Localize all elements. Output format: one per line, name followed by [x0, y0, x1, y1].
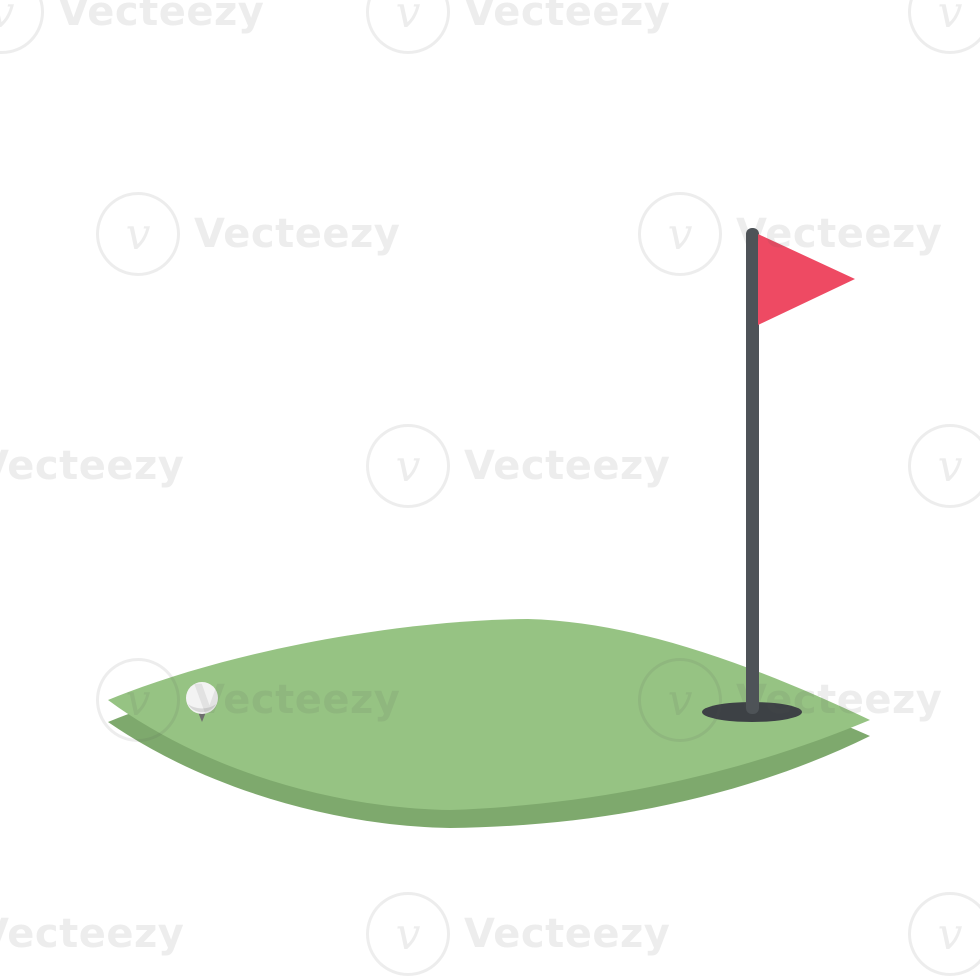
flag-pole: [746, 228, 759, 714]
golf-ball-icon: [186, 682, 218, 714]
golf-tee: [198, 712, 206, 722]
putting-green: [108, 619, 870, 810]
golf-ball-shading: [188, 704, 216, 713]
golf-flag-icon: [758, 234, 855, 325]
